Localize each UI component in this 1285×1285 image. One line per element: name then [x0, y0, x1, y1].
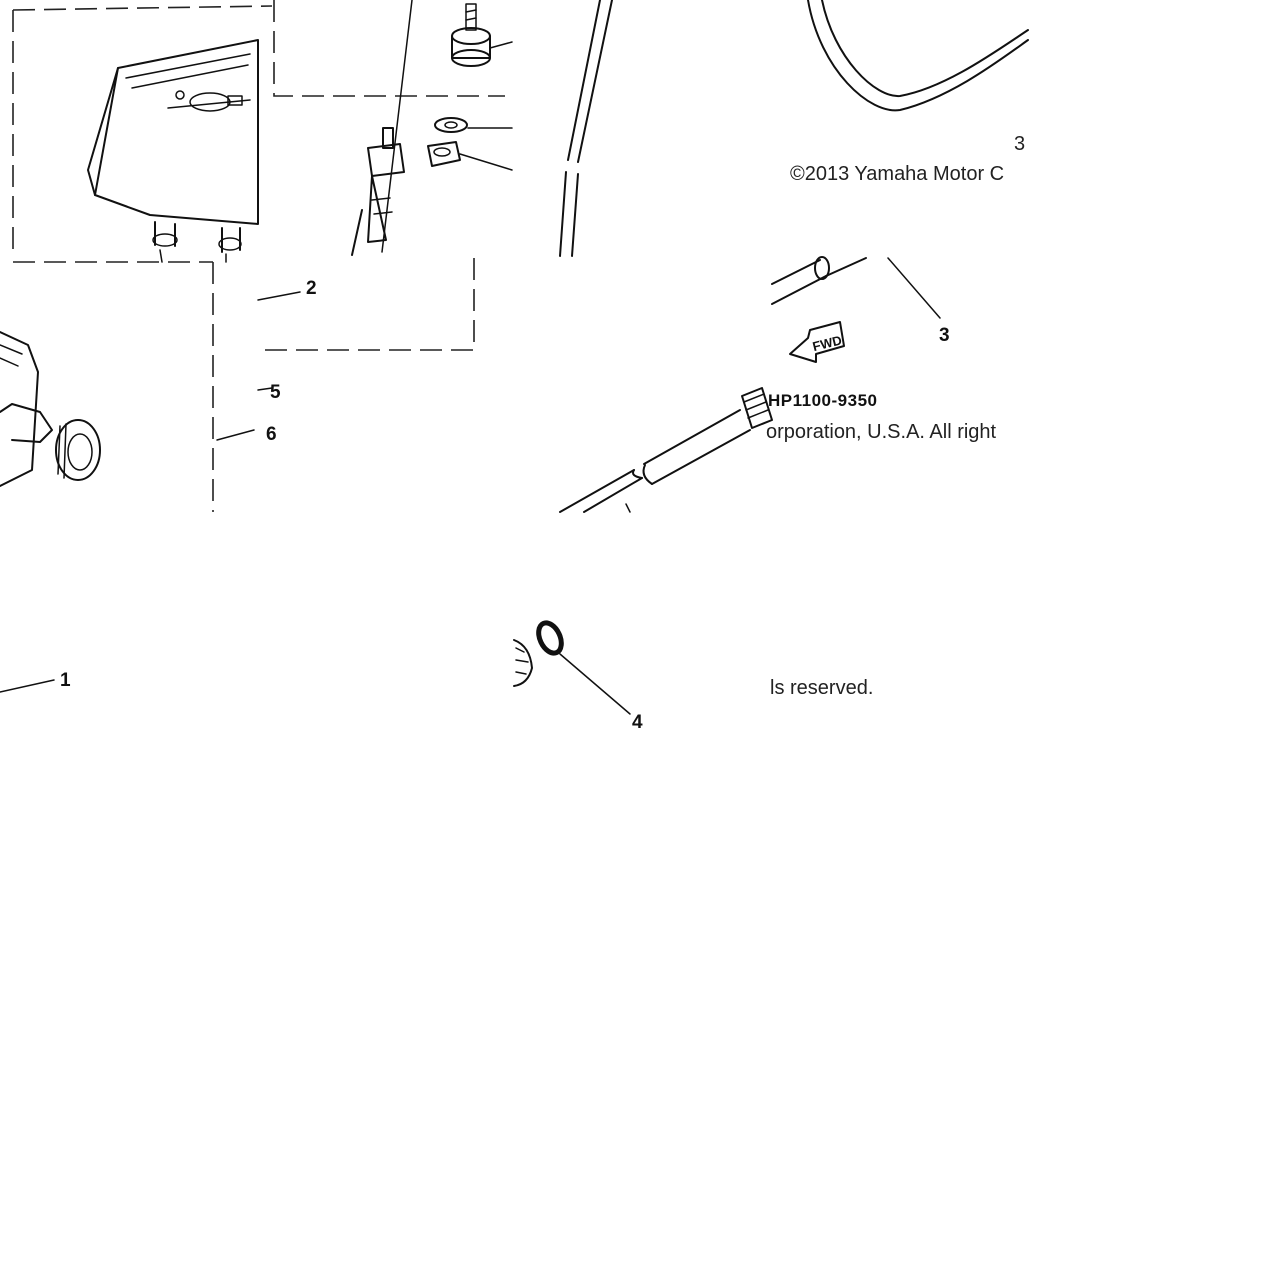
cable-tip	[382, 127, 394, 149]
speedometer-cable-upper: 3 ©2013 Yamaha Motor C	[559, 0, 1029, 257]
callout-6: 6	[266, 424, 277, 445]
callout-2-box	[257, 258, 475, 351]
o-ring-icon	[536, 620, 564, 656]
callout-4: 4	[632, 712, 643, 733]
fwd-label: FWD	[811, 332, 843, 354]
callout-5: 5	[270, 382, 281, 403]
o-ring-part	[513, 620, 631, 715]
part-code: HP1100-9350	[768, 391, 877, 410]
meter-housing	[94, 39, 259, 225]
fwd-arrow-icon	[789, 321, 845, 363]
callout-1-leader	[0, 679, 55, 693]
callout-3: 3	[939, 325, 950, 346]
speedometer-cable-lower: FWD	[559, 256, 941, 513]
tachometer-assembly	[0, 262, 273, 512]
copyright-line-3: ls reserved.	[770, 677, 873, 699]
copyright-fragment: 3	[1014, 133, 1025, 155]
cable-fitting-parts	[273, 0, 513, 256]
callout-1: 1	[60, 670, 71, 691]
callout-2: 2	[306, 278, 317, 299]
copyright-line-1: ©2013 Yamaha Motor C	[790, 163, 1004, 185]
speedometer-assembly	[12, 5, 273, 263]
copyright-line-2: orporation, U.S.A. All right	[766, 421, 997, 443]
